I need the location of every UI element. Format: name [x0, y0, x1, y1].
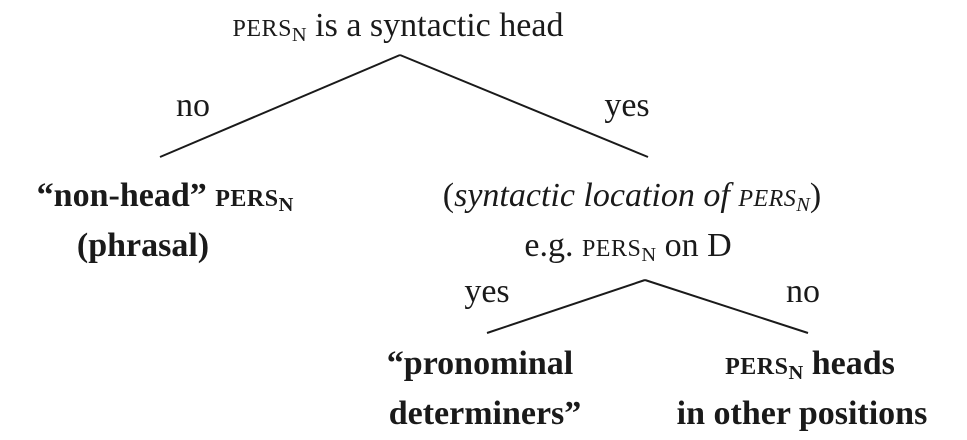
example-pre: e.g. — [524, 227, 582, 264]
leaf-left-line1: “pronominal — [386, 345, 574, 382]
feature-pers: pers — [215, 177, 279, 214]
subscript: N — [641, 244, 657, 267]
root-text: is a syntactic head — [306, 7, 564, 44]
paren-open: ( — [442, 177, 455, 214]
left-node-line2: (phrasal) — [76, 227, 210, 264]
edge-label-no: no — [176, 87, 210, 124]
edge-example-right — [644, 279, 809, 334]
edge-label-no-lower: no — [786, 273, 820, 310]
subscript: N — [796, 194, 810, 217]
edge-label-yes-lower: yes — [464, 273, 510, 310]
paren-close: ) — [809, 177, 822, 214]
feature-pers: pers — [725, 345, 789, 382]
non-head-text: “non-head” — [36, 177, 216, 214]
subscript: N — [278, 194, 294, 217]
edge-root-left — [159, 54, 401, 158]
heads-text: heads — [803, 345, 895, 382]
edge-example-left — [486, 279, 646, 334]
feature-pers: pers — [232, 7, 292, 44]
edge-root-right — [399, 54, 649, 158]
feature-pers: pers — [581, 227, 642, 264]
example-post: on D — [656, 227, 732, 264]
subscript: N — [788, 362, 804, 385]
feature-pers: pers — [738, 177, 797, 214]
leaf-left-line2: determiners” — [388, 395, 582, 432]
left-node-line1: “non-head” persN — [37, 176, 294, 225]
edge-label-yes: yes — [604, 87, 650, 124]
root-node: persN is a syntactic head — [233, 6, 564, 55]
example-node: e.g. persN on D — [524, 226, 731, 275]
subscript: N — [291, 24, 307, 47]
leaf-right-line1: persN heads — [725, 344, 895, 393]
right-node-text: syntactic location of — [454, 177, 739, 214]
right-node: (syntactic location of persN) — [443, 176, 821, 225]
leaf-right-line2: in other positions — [676, 395, 928, 432]
